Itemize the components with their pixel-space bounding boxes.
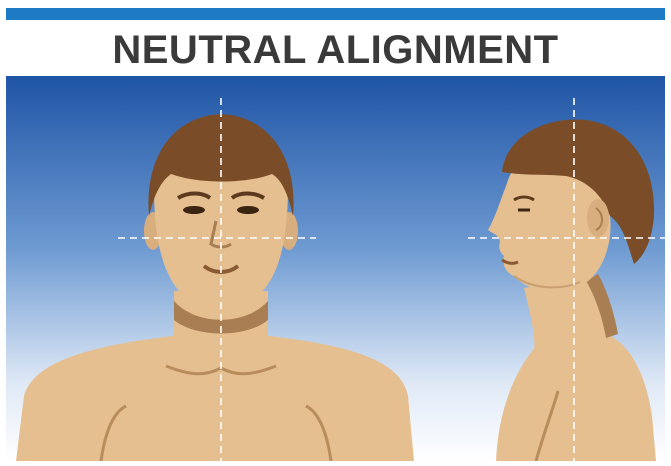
alignment-illustration [6, 76, 665, 461]
page-title: NEUTRAL ALIGNMENT [0, 26, 671, 74]
side-ear [587, 199, 609, 237]
illustration-panel [6, 76, 665, 461]
accent-bar [6, 8, 665, 20]
front-left-eye [183, 206, 205, 214]
front-right-eye [237, 206, 259, 214]
